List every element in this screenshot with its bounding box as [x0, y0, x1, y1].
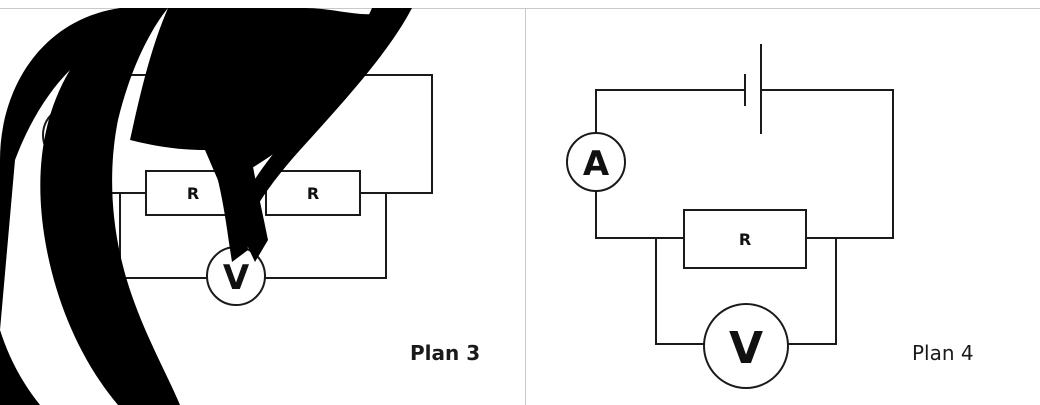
plan-3-circuit-diagram: A R R V	[0, 8, 433, 405]
plan-4-voltmeter-left-branch	[655, 238, 704, 345]
plan-4-resistor: R	[683, 209, 807, 269]
plan-4-voltmeter: V	[703, 303, 789, 389]
plan-4-voltmeter-right-branch	[788, 238, 837, 345]
plan-3-resistor-2-symbol: R	[307, 184, 319, 203]
plan-4-resistor-symbol: R	[739, 230, 751, 249]
plan-4-top-wire-right	[761, 89, 894, 239]
plan-3-panel: A R R V Plan 3	[0, 8, 481, 405]
plan-4-ammeter: A	[566, 132, 626, 192]
overlay-loop-stroke	[0, 8, 180, 405]
plan-3-voltmeter-right-branch	[264, 193, 387, 279]
plan-3-resistor-2: R	[265, 170, 361, 216]
top-border	[0, 8, 1040, 9]
overlay-brush-shape	[0, 8, 412, 405]
plan-4-top-wire-left	[595, 89, 745, 133]
plan-3-voltmeter-symbol: V	[223, 258, 250, 298]
overlay-diagonal-stroke	[228, 8, 412, 236]
plan-3-resistor-2-box	[265, 170, 361, 216]
plan-4-battery	[744, 44, 762, 134]
panel-divider	[525, 8, 526, 405]
plan-4-ammeter-circle	[566, 132, 626, 192]
plan-4-voltmeter-symbol: V	[729, 323, 763, 374]
plan-4-left-wire-lower	[595, 191, 684, 239]
plan-4-voltmeter-circle	[703, 303, 789, 389]
plan-3-resistor-1-symbol: R	[187, 184, 199, 203]
plan-4-resistor-box	[683, 209, 807, 269]
plan-4-label: Plan 4	[912, 341, 974, 365]
plan-4-ammeter-symbol: A	[583, 144, 610, 184]
overlay-tail-stroke	[0, 330, 40, 405]
plan-3-label: Plan 3	[410, 341, 481, 365]
plan-4-circuit-diagram: A R V	[566, 44, 894, 389]
plan-4-panel: A R V Plan 4	[526, 0, 1040, 405]
